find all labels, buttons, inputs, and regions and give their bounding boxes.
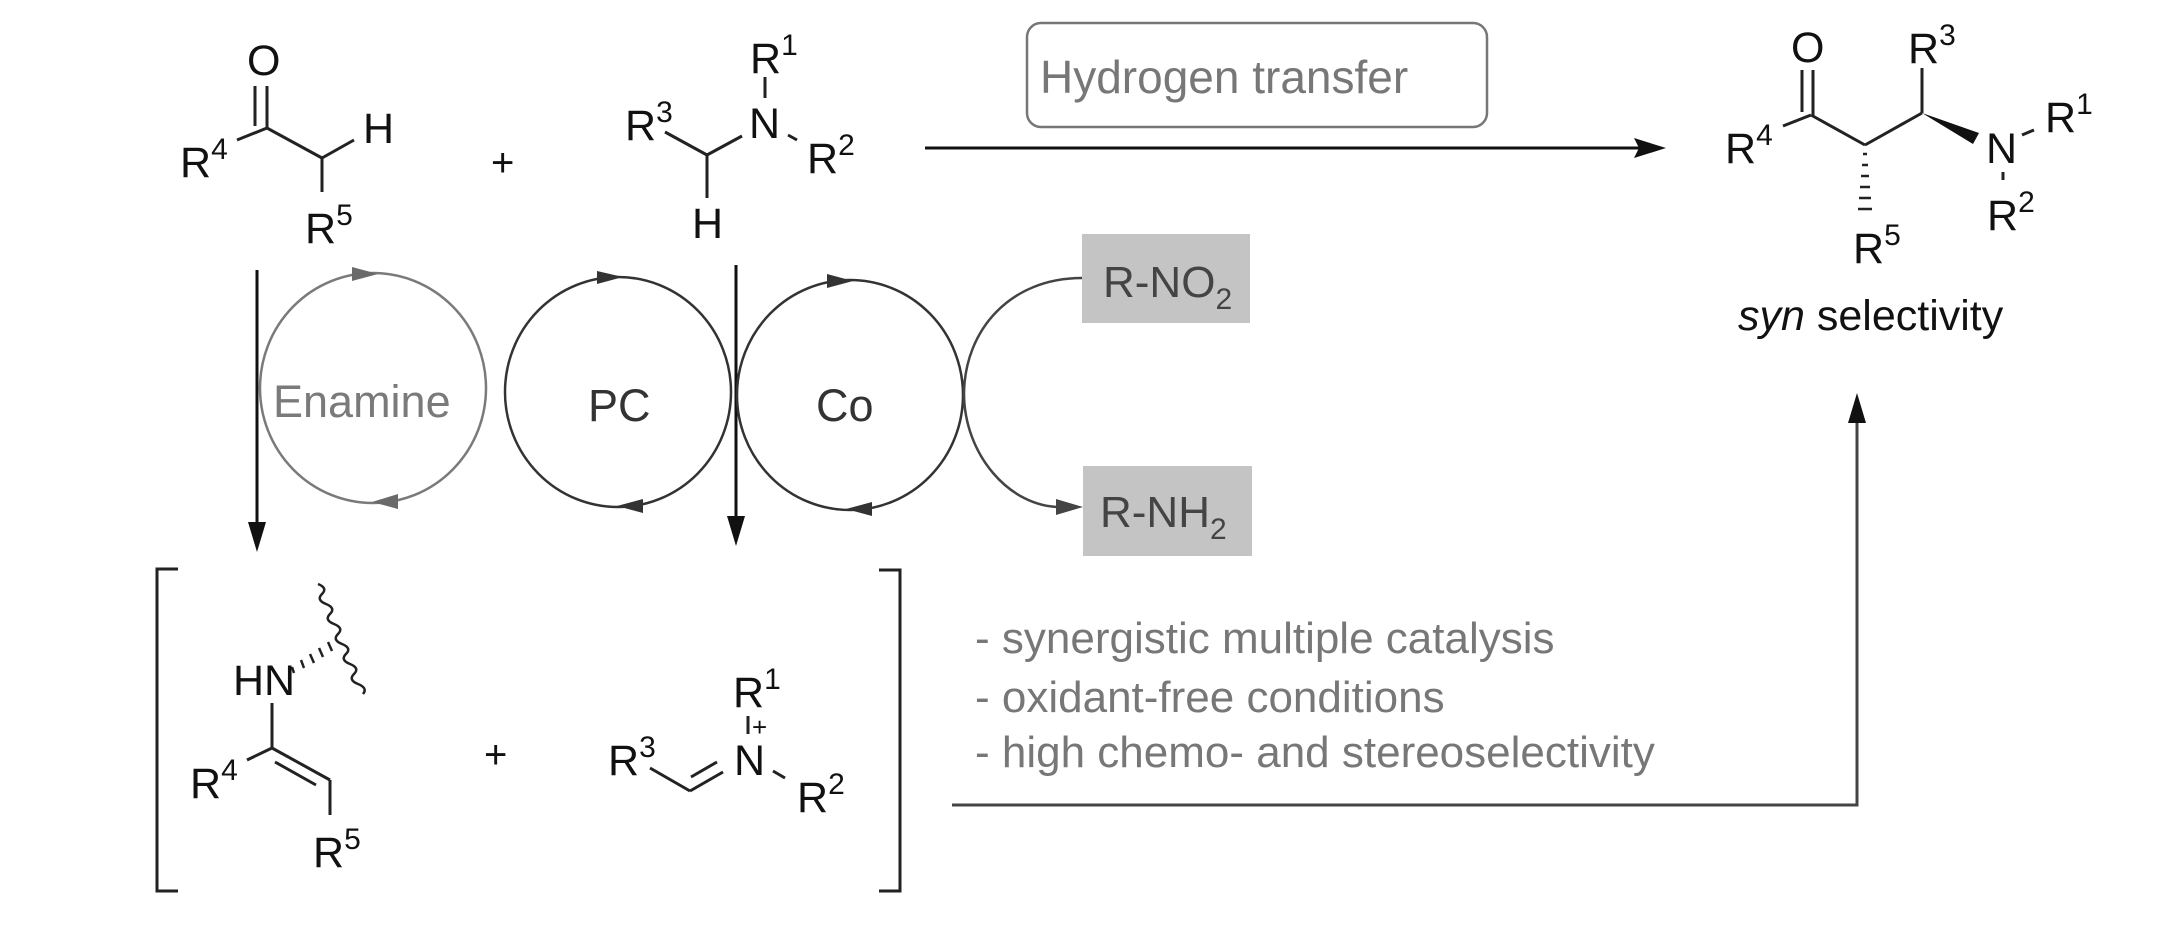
iminium-double-bond-b	[690, 760, 718, 779]
ketone-hydrogen-label: H	[363, 105, 394, 153]
enamine-r4-bond	[246, 746, 273, 762]
return-arrow-head	[1848, 393, 1866, 423]
amine-r3-label: R3	[625, 96, 673, 150]
enamine-double-bond-b	[274, 760, 317, 787]
amine-r1-label: R1	[750, 29, 798, 83]
iminium-intermediate: R1 + N R3 R2	[608, 663, 845, 822]
ketone-r4-label: R4	[180, 133, 228, 187]
co-cycle-label: Co	[816, 380, 874, 431]
ketone-oxygen-label: O	[247, 37, 280, 85]
enamine-hn-label: HN	[233, 657, 295, 705]
pc-cycle-label: PC	[588, 380, 651, 431]
product-nitrogen-label: N	[1986, 125, 2017, 173]
product-r4-bond	[1782, 113, 1812, 128]
enamine-cycle-arrowhead-top	[352, 267, 378, 281]
enamine-r4-label: R4	[190, 754, 238, 808]
feature-line-1: - synergistic multiple catalysis	[975, 614, 1555, 663]
enamine-cycle: Enamine	[258, 267, 488, 509]
ketone-to-enamine-arrow	[248, 270, 266, 552]
main-arrow-head	[1634, 138, 1666, 158]
feature-line-3: - high chemo- and stereoselectivity	[975, 728, 1655, 777]
product-wedge-bond	[1922, 113, 1979, 144]
enamine-hashed-bond	[290, 641, 334, 674]
syn-italic: syn	[1738, 292, 1805, 340]
intermediates-to-product-arrow	[952, 393, 1866, 807]
features-list: - synergistic multiple catalysis - oxida…	[975, 614, 1655, 777]
hydrogen-transfer-label: Hydrogen transfer	[1040, 51, 1408, 103]
enamine-wavy-line	[317, 582, 366, 695]
co-cycle-arrowhead-bottom	[846, 502, 872, 516]
ch-n-bond	[706, 134, 743, 157]
enamine-double-bond-a	[271, 746, 331, 782]
nitro-arc-arrowhead	[1056, 499, 1083, 515]
hydrogen-transfer-label-box	[1025, 21, 1489, 129]
nitro-box: R-NO2	[1082, 234, 1250, 323]
enamine-cycle-label: Enamine	[273, 376, 451, 427]
r4-bond	[236, 126, 268, 142]
left-bracket	[155, 567, 178, 893]
product-r4-label: R4	[1725, 119, 1773, 173]
iminium-charge: +	[752, 712, 767, 742]
amine-hydrogen-label: H	[692, 200, 723, 248]
h-bond	[321, 138, 355, 160]
nitro-label: R-NO2	[1103, 258, 1232, 316]
right-bracket	[879, 568, 902, 893]
iminium-nitrogen-label: N	[734, 737, 765, 785]
product-hashed-bond	[1858, 152, 1872, 211]
product-r3-label: R3	[1908, 19, 1956, 73]
product-n-r1-bond	[2021, 128, 2035, 137]
amine-product-label: R-NH2	[1100, 488, 1227, 546]
product-molecule: O R4 R5 R3 N R1 R2 syn selectivity	[1725, 19, 2093, 340]
amine-reactant: R1 N R3 H R2	[625, 29, 855, 248]
enamine-intermediate: HN R4 R5	[190, 582, 366, 877]
amine-box: R-NH2	[1083, 466, 1252, 556]
ketone-r5-label: R5	[305, 199, 353, 253]
cobalt-cycle: Co	[735, 274, 965, 516]
photocatalyst-cycle: PC	[503, 271, 733, 513]
iminium-n-r2-bond	[772, 769, 786, 780]
product-oxygen-label: O	[1791, 24, 1824, 72]
ketone-reactant: O R4 H R5	[180, 37, 394, 253]
pc-cycle-arrowhead-top	[597, 271, 623, 284]
product-c-calpha-bond	[1810, 113, 1866, 147]
product-r5-label: R5	[1853, 219, 1901, 273]
amine-nitrogen-label: N	[749, 100, 780, 148]
product-calpha-cbeta-bond	[1864, 111, 1923, 147]
nitro-reduction-arc	[962, 276, 1083, 515]
iminium-r2-label: R2	[797, 768, 845, 822]
enamine-cycle-arrowhead-bottom	[372, 494, 398, 509]
amine-r2-label: R2	[807, 129, 855, 183]
iminium-r3-c-bond	[649, 766, 691, 793]
feature-line-2: - oxidant-free conditions	[975, 673, 1445, 722]
iminium-r1-label: R1	[733, 663, 781, 717]
r3-ch-bond	[664, 130, 708, 157]
alpha-bond	[266, 126, 323, 160]
enamine-r5-label: R5	[313, 823, 361, 877]
pc-cycle-arrowhead-bottom	[617, 499, 643, 513]
reactant-plus-sign: +	[491, 141, 514, 185]
intermediates-plus-sign: +	[484, 733, 507, 777]
hydrogen-transfer-arrow: Hydrogen transfer	[925, 21, 1666, 158]
iminium-double-bond-a	[689, 770, 724, 793]
product-caption: syn selectivity	[1738, 292, 2004, 340]
product-r1-label: R1	[2045, 88, 2093, 142]
n-r2-bond	[787, 133, 798, 142]
iminium-r3-label: R3	[608, 731, 656, 785]
product-r2-label: R2	[1987, 186, 2035, 240]
co-cycle-arrowhead-top	[827, 274, 853, 288]
